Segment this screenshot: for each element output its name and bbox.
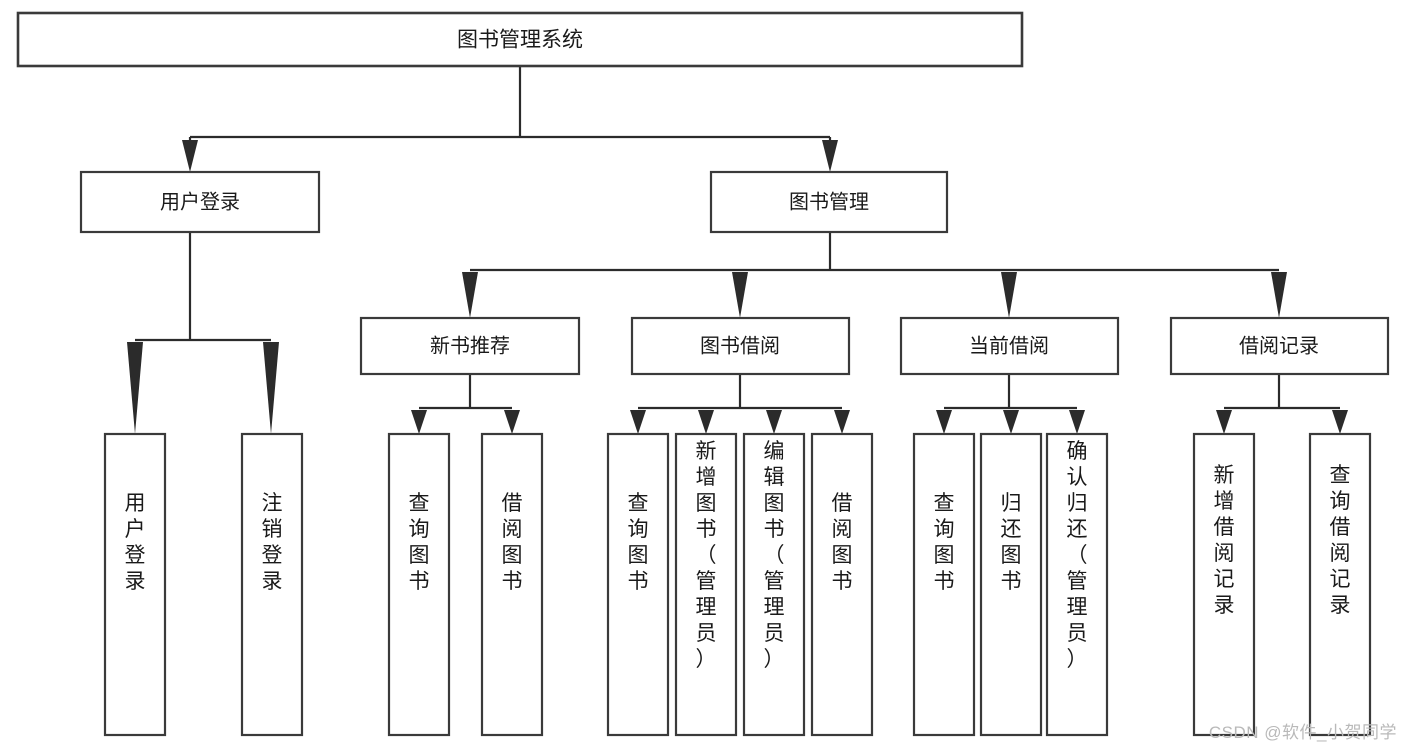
node-leaf-query-book-3[interactable]: 查询图书 [912,432,976,737]
connector-group-book-borrow [630,374,850,434]
arrow-borrow-record-leaf-1 [1332,410,1348,434]
node-leaf-return-book[interactable]: 归还图书 [979,432,1043,737]
node-book-borrow-label: 图书借阅 [700,334,780,357]
node-leaf-return-book-label: 归还图书 [1001,492,1022,593]
node-leaf-borrow-book-1-label: 借阅图书 [502,492,523,593]
node-leaf-confirm-return-label: 确认归还（管理员） [1067,440,1088,671]
node-leaf-query-book-1[interactable]: 查询图书 [387,432,451,737]
node-leaf-query-book-2-label: 查询图书 [628,492,649,593]
arrow-book-borrow-leaf-0 [630,410,646,434]
node-leaf-query-book-2[interactable]: 查询图书 [606,432,670,737]
node-leaf-logout-login-label: 注销登录 [262,492,283,593]
node-user-login-box[interactable] [79,170,321,234]
node-current-borrow-box[interactable] [899,316,1120,376]
node-leaf-add-book-box[interactable] [674,432,738,737]
node-leaf-borrow-book-2[interactable]: 借阅图书 [810,432,874,737]
node-leaf-edit-book[interactable]: 编辑图书（管理员） [742,432,806,737]
node-current-borrow-label: 当前借阅 [969,334,1049,357]
node-leaf-borrow-book-2-box[interactable] [810,432,874,737]
node-leaf-edit-book-label: 编辑图书（管理员） [764,440,785,671]
arrow-new-book-recommend-leaf-1 [504,410,520,434]
node-borrow-record[interactable]: 借阅记录 [1169,316,1390,376]
node-new-book-recommend[interactable]: 新书推荐 [359,316,581,376]
node-leaf-confirm-return-box[interactable] [1045,432,1109,737]
node-user-login[interactable]: 用户登录 [79,170,321,234]
arrow-borrow-record-leaf-0 [1216,410,1232,434]
node-leaf-user-login-box[interactable] [103,432,167,737]
node-leaf-user-login-label: 用户登录 [125,492,146,593]
node-leaf-logout-login[interactable]: 注销登录 [240,432,304,737]
connector-group-current-borrow [936,374,1085,434]
node-leaf-borrow-book-1-box[interactable] [480,432,544,737]
arrow-new-book-recommend-leaf-0 [411,410,427,434]
arrow-book-borrow-leaf-2 [766,410,782,434]
node-root[interactable]: 图书管理系统 [16,11,1024,68]
node-root-label: 图书管理系统 [457,29,583,52]
node-leaf-logout-login-box[interactable] [240,432,304,737]
arrow-book-manage-child-3 [1271,272,1287,318]
node-leaf-borrow-book-1[interactable]: 借阅图书 [480,432,544,737]
node-book-manage-label: 图书管理 [789,190,869,213]
node-user-login-label: 用户登录 [160,190,240,213]
node-current-borrow[interactable]: 当前借阅 [899,316,1120,376]
node-leaf-add-book-label: 新增图书（管理员） [696,440,717,671]
arrow-root-to-book-manage [822,140,838,172]
node-book-borrow[interactable]: 图书借阅 [630,316,851,376]
connector-group-borrow-record [1216,374,1348,434]
node-book-manage[interactable]: 图书管理 [709,170,949,234]
arrow-root-to-user-login [182,140,198,172]
node-leaf-add-book[interactable]: 新增图书（管理员） [674,432,738,737]
node-book-manage-box[interactable] [709,170,949,234]
arrow-user-login-leaf-1 [263,342,279,434]
node-leaf-query-book-3-label: 查询图书 [934,492,955,593]
arrow-book-borrow-leaf-1 [698,410,714,434]
node-book-borrow-box[interactable] [630,316,851,376]
node-leaf-query-book-3-box[interactable] [912,432,976,737]
arrow-user-login-leaf-0 [127,342,143,434]
node-root-box[interactable] [16,11,1024,68]
arrow-book-manage-child-2 [1001,272,1017,318]
arrow-book-borrow-leaf-3 [834,410,850,434]
node-new-book-recommend-box[interactable] [359,316,581,376]
arrow-book-manage-child-1 [732,272,748,318]
node-new-book-recommend-label: 新书推荐 [430,334,510,357]
node-leaf-borrow-book-2-label: 借阅图书 [832,492,853,593]
connector-group-book-manage [462,232,1287,318]
node-leaf-edit-book-box[interactable] [742,432,806,737]
node-leaf-user-login[interactable]: 用户登录 [103,432,167,737]
connector-group-user-login [127,232,279,434]
node-leaf-return-book-box[interactable] [979,432,1043,737]
node-borrow-record-label: 借阅记录 [1239,334,1319,357]
node-leaf-add-record[interactable]: 新增借阅记录 [1192,432,1256,737]
node-leaf-query-record[interactable]: 查询借阅记录 [1308,432,1372,737]
node-leaf-add-record-label: 新增借阅记录 [1214,464,1235,617]
node-leaf-confirm-return[interactable]: 确认归还（管理员） [1045,432,1109,737]
connector-group-new-book-recommend [411,374,520,434]
node-leaf-query-record-label: 查询借阅记录 [1330,464,1351,617]
arrow-current-borrow-leaf-2 [1069,410,1085,434]
arrow-book-manage-child-0 [462,272,478,318]
node-leaf-query-book-1-label: 查询图书 [409,492,430,593]
node-leaf-query-book-2-box[interactable] [606,432,670,737]
arrow-current-borrow-leaf-0 [936,410,952,434]
node-leaf-query-book-1-box[interactable] [387,432,451,737]
arrow-current-borrow-leaf-1 [1003,410,1019,434]
node-leaf-add-record-box[interactable] [1192,432,1256,737]
node-leaf-query-record-box[interactable] [1308,432,1372,737]
node-borrow-record-box[interactable] [1169,316,1390,376]
connector-group-root [182,66,838,172]
